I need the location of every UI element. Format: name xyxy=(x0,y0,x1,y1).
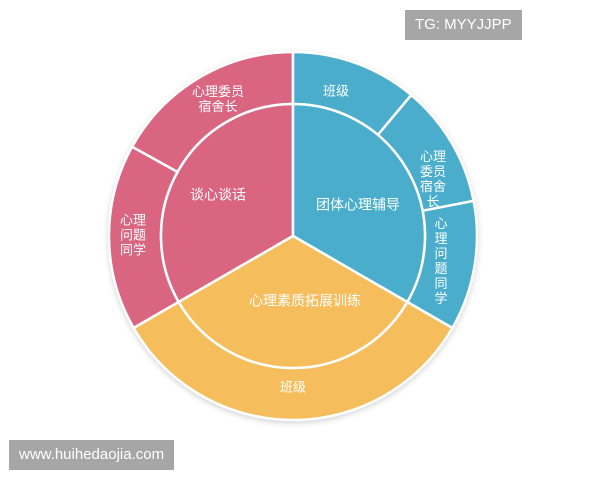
inner-sector-quality-training xyxy=(176,234,410,370)
outer-label-pink-committee: 心理委员宿舍长 xyxy=(191,85,245,115)
outer-label-blue-students: 心理问题同学 xyxy=(434,217,448,307)
outer-label-blue-committee: 心理委员宿舍长 xyxy=(419,150,447,210)
outer-label-pink-students: 心理问题同学 xyxy=(119,213,147,259)
inner-label-talk: 谈心谈话 xyxy=(190,187,246,204)
outer-label-yellow-class: 班级 xyxy=(279,380,307,396)
inner-label-quality-training: 心理素质拓展训练 xyxy=(249,293,361,310)
outer-label-blue-class: 班级 xyxy=(322,84,350,100)
inner-sector-talk xyxy=(159,102,295,304)
inner-label-group-counseling: 团体心理辅导 xyxy=(316,197,400,214)
watermark-bottom-left: www.huihedaojia.com xyxy=(9,440,175,470)
inner-sector-group-counseling xyxy=(291,102,427,304)
watermark-top-right: TG: MYYJJPP xyxy=(405,10,522,40)
